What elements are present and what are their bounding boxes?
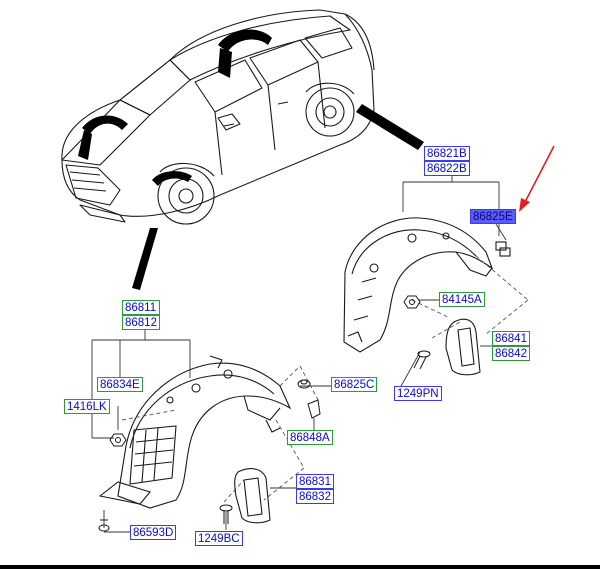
part-label-front-guard-right[interactable]: 86812 [122,315,160,330]
wheel-arch-leaders [78,29,424,290]
part-label-front-mudguard-left[interactable]: 86831 [296,474,334,489]
bottom-border [0,565,600,569]
rear-mudguard-label-group: 86841 86842 [492,331,530,361]
rear-leader-lines [399,168,507,389]
part-label-front-mudguard-right[interactable]: 86832 [296,489,334,504]
rear-mud-flap [445,318,481,376]
rear-wheel-guard [343,217,511,353]
part-label-rear-screw[interactable]: 1249PN [394,386,442,401]
part-label-front-guard-left[interactable]: 86811 [122,300,160,315]
front-guard-label-group: 86811 86812 [122,300,160,330]
front-fasteners [98,379,321,532]
front-mudguard-label-group: 86831 86832 [296,474,334,504]
part-label-front-clip-86834e[interactable]: 86834E [97,377,143,392]
part-label-front-clip-86848a[interactable]: 86848A [287,430,333,445]
part-label-front-screw[interactable]: 1249BC [195,531,243,546]
part-label-rear-nut[interactable]: 84145A [439,292,485,307]
rear-guard-label-group: 86821B 86822B [424,146,470,176]
part-label-front-clip-1416lk[interactable]: 1416LK [64,399,110,414]
car-illustration [61,9,375,225]
part-label-rear-guard-left[interactable]: 86821B [424,146,470,161]
rear-screw [413,350,431,370]
part-label-front-clip-86825c[interactable]: 86825C [331,377,378,392]
part-label-rear-mudguard-right[interactable]: 86842 [492,346,530,361]
pointer-arrow [519,145,555,212]
rear-nut [403,295,421,309]
part-label-rear-clip-highlighted[interactable]: 86825E [470,209,516,224]
part-label-front-bottom-screw[interactable]: 86593D [130,525,177,540]
part-label-rear-guard-right[interactable]: 86822B [424,161,470,176]
rear-dashed-lines [411,255,529,339]
front-mud-flap [234,468,271,524]
front-dashed-lines [121,365,319,503]
front-wheel-guard [98,355,292,509]
part-label-rear-mudguard-left[interactable]: 86841 [492,331,530,346]
